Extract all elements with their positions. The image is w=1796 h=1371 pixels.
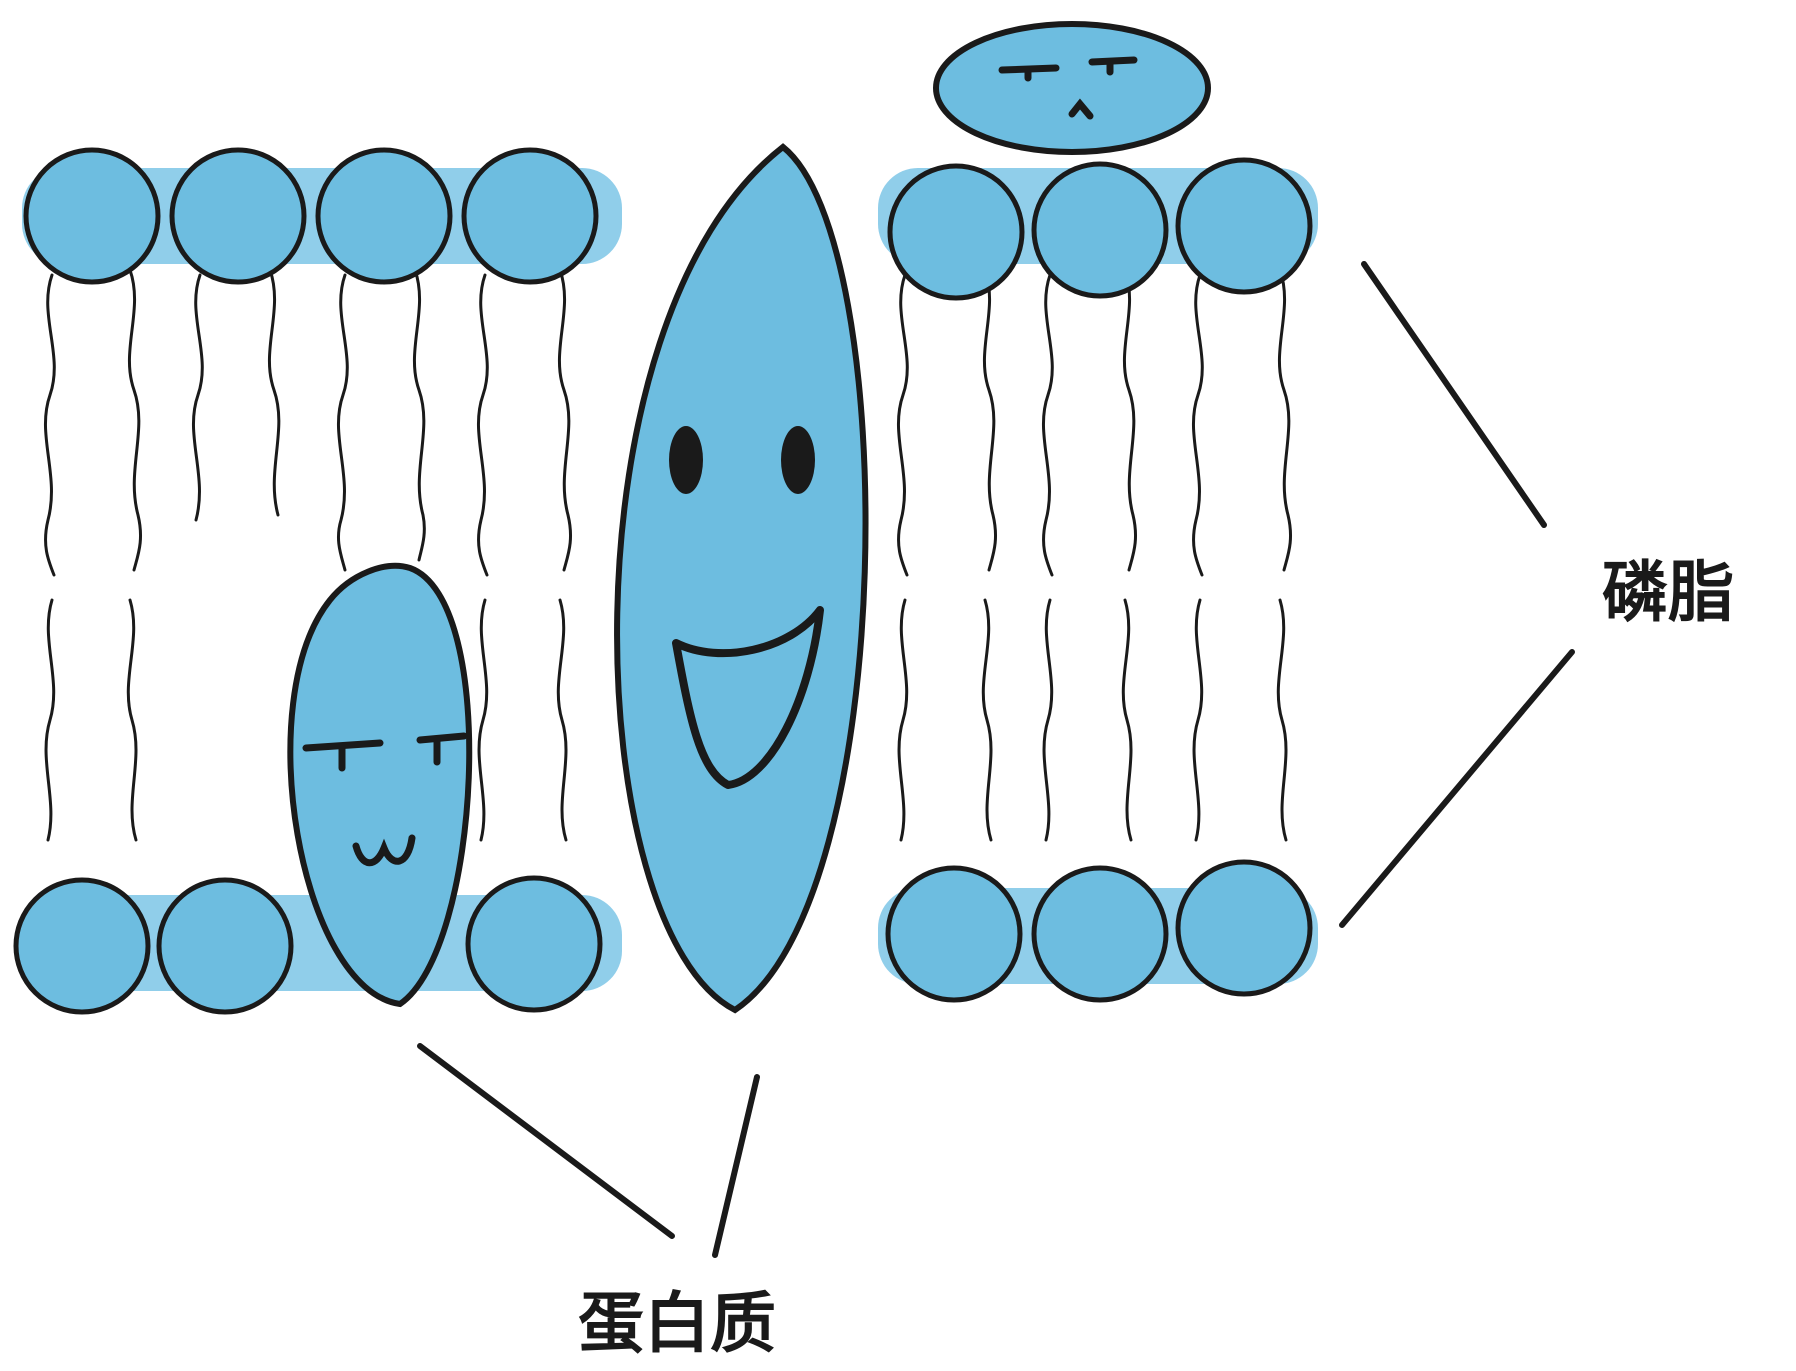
large-protein	[614, 143, 869, 1014]
flat-face-icon	[998, 56, 1138, 120]
phospholipid-head	[465, 875, 603, 1013]
phospholipid-head	[1031, 161, 1169, 299]
phospholipid-label: 磷脂	[1602, 553, 1734, 631]
phospholipid-head	[1031, 865, 1169, 1003]
phospholipid-head	[156, 877, 294, 1015]
phospholipid-head	[887, 163, 1025, 301]
meh-face-icon	[302, 732, 468, 867]
phospholipid-leader-bottom	[1339, 649, 1575, 928]
phospholipid-heads-top	[23, 147, 1313, 301]
small-protein	[287, 562, 473, 1008]
phospholipid-head	[1175, 859, 1313, 997]
protein-leader-left	[417, 1043, 675, 1239]
phospholipid-leader-top	[1361, 261, 1547, 528]
phospholipid-head	[1175, 157, 1313, 295]
protein-leader-right	[712, 1074, 760, 1258]
peripheral-protein	[933, 21, 1211, 155]
leader-lines	[417, 261, 1575, 1258]
phospholipid-head	[461, 147, 599, 285]
protein-label: 蛋白质	[578, 1284, 776, 1362]
phospholipid-head	[885, 865, 1023, 1003]
phospholipid-head	[169, 147, 307, 285]
phospholipid-head	[315, 147, 453, 285]
phospholipid-heads-bottom	[13, 859, 1313, 1015]
lipid-tails	[43, 268, 1292, 842]
phospholipid-head	[23, 147, 161, 285]
smile-face-icon	[669, 426, 824, 789]
phospholipid-head	[13, 877, 151, 1015]
